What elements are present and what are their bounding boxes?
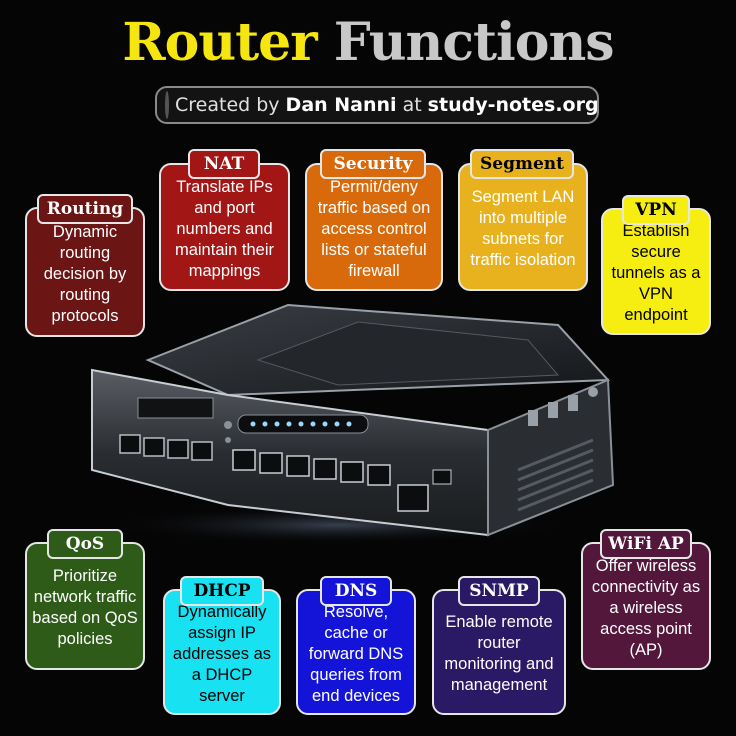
function-label-vpn: VPN bbox=[622, 195, 690, 225]
function-label-wifi: WiFi AP bbox=[600, 529, 692, 559]
function-description-wifi: Offer wireless connectivity as a wireles… bbox=[591, 556, 701, 659]
function-card-snmp: Enable remote router monitoring and mana… bbox=[432, 589, 566, 715]
router-device-icon bbox=[91, 303, 615, 545]
function-card-routing: Dynamic routing decision by routing prot… bbox=[25, 207, 145, 337]
credit-site[interactable]: study-notes.org bbox=[427, 94, 599, 116]
function-label-snmp: SNMP bbox=[458, 576, 540, 606]
router-illustration bbox=[88, 300, 618, 550]
function-card-security: Permit/deny traffic based on access cont… bbox=[305, 163, 443, 291]
function-description-routing: Dynamic routing decision by routing prot… bbox=[43, 222, 127, 325]
author-avatar-icon bbox=[165, 91, 169, 119]
function-label-qos: QoS bbox=[47, 529, 123, 559]
function-description-snmp: Enable remote router monitoring and mana… bbox=[444, 613, 554, 694]
function-card-wifi: Offer wireless connectivity as a wireles… bbox=[581, 542, 711, 670]
function-description-security: Permit/deny traffic based on access cont… bbox=[317, 177, 431, 280]
function-description-nat: Translate IPs and port numbers and maint… bbox=[174, 177, 275, 280]
function-description-vpn: Establish secure tunnels as a VPN endpoi… bbox=[611, 222, 701, 324]
function-card-dns: Resolve, cache or forward DNS queries fr… bbox=[296, 589, 416, 715]
function-card-vpn: Establish secure tunnels as a VPN endpoi… bbox=[601, 208, 711, 335]
credit-author: Dan Nanni bbox=[285, 94, 397, 116]
function-description-segment: Segment LAN into multiple subnets for tr… bbox=[470, 188, 576, 269]
page-title: Router Functions bbox=[0, 12, 736, 74]
function-card-qos: Prioritize network traffic based on QoS … bbox=[25, 542, 145, 670]
function-label-routing: Routing bbox=[37, 194, 133, 224]
function-label-dns: DNS bbox=[320, 576, 392, 606]
function-label-nat: NAT bbox=[188, 149, 260, 179]
function-label-security: Security bbox=[320, 149, 426, 179]
function-description-dhcp: Dynamically assign IP addresses as a DHC… bbox=[172, 602, 272, 705]
function-card-nat: Translate IPs and port numbers and maint… bbox=[159, 163, 290, 291]
function-card-dhcp: Dynamically assign IP addresses as a DHC… bbox=[163, 589, 281, 715]
credit-middle: at bbox=[402, 94, 422, 116]
function-description-qos: Prioritize network traffic based on QoS … bbox=[32, 567, 138, 648]
title-part-2: Functions bbox=[333, 12, 615, 73]
credit-prefix: Created by bbox=[175, 94, 280, 116]
function-label-dhcp: DHCP bbox=[180, 576, 264, 606]
function-card-segment: Segment LAN into multiple subnets for tr… bbox=[458, 163, 588, 291]
function-label-segment: Segment bbox=[470, 149, 574, 179]
function-description-dns: Resolve, cache or forward DNS queries fr… bbox=[308, 602, 404, 705]
credit-banner: Created by Dan Nanni at study-notes.org bbox=[155, 86, 599, 124]
title-part-1: Router bbox=[122, 12, 317, 73]
